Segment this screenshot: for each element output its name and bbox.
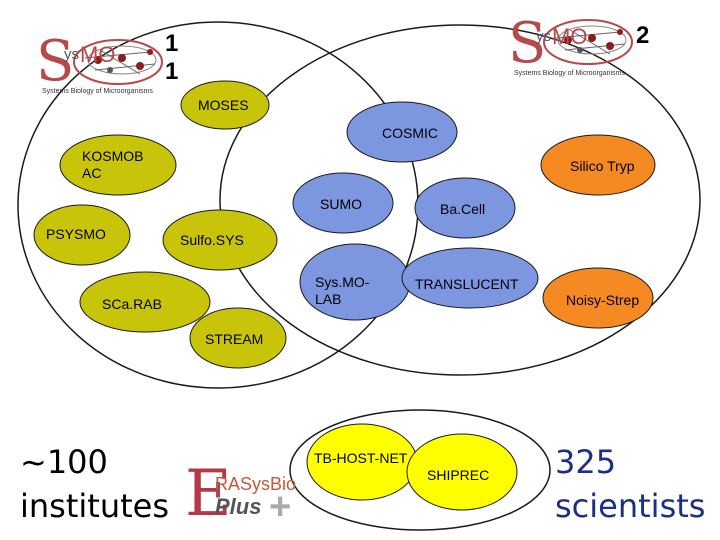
sysmo-logo-1-ys: ys — [64, 46, 79, 63]
psysmo-node — [33, 204, 131, 266]
sysmo-logo-2-s: S — [508, 11, 547, 76]
shiprec-node — [406, 433, 518, 511]
sysmo-logo-2-ys: ys — [536, 28, 551, 45]
sysmolab-label: Sys.MO- LAB — [315, 274, 370, 307]
sysmo-logo-1: S ys MO Systems Biology of Microorganism… — [36, 30, 176, 100]
tbhostnet-label: TB-HOST-NET — [314, 450, 408, 466]
cosmic-node — [346, 101, 458, 163]
silicotryp-label: Silico Tryp — [570, 158, 635, 174]
sysmo2-set-outline — [219, 24, 701, 376]
scarab-node — [79, 271, 211, 333]
sysmo-logo-2: S ys MO Systems Biology of Microorganism… — [508, 12, 648, 82]
noisystrep-node — [542, 267, 654, 329]
sysmo2-phase-number: 2 — [636, 22, 650, 49]
institutes-count: ~100 institutes — [20, 443, 170, 525]
sulfosys-node — [162, 209, 278, 271]
noisystrep-label: Noisy-Strep — [566, 292, 640, 308]
translucent-label: TRANSLUCENT — [415, 276, 519, 292]
sysmo-logo-1-mo: MO — [80, 42, 116, 67]
systems-biology-set-outline — [289, 409, 551, 531]
sysmo1-phase-number: 1 1 — [165, 30, 179, 85]
sumo-node — [292, 172, 394, 234]
kosmobac-label: KOSMOB AC — [82, 148, 144, 181]
erasysbio-logo-plus: Plus — [215, 494, 262, 519]
erasysbio-logo-top: RASysBio — [215, 474, 297, 494]
scientists-count: 325 scientists — [555, 443, 706, 525]
erasysbio-logo-cross: + — [269, 486, 292, 528]
stream-node — [189, 307, 287, 369]
sysmo-logo-graphic-1 — [73, 39, 163, 85]
erasysbio-logo-e: E — [185, 457, 232, 531]
scarab-label: SCa.RAB — [102, 296, 162, 312]
moses-node — [180, 80, 270, 130]
sysmo-logo-2-subtitle: Systems Biology of Microorganisms — [514, 70, 625, 77]
erasysbio-plus-logo: E RASysBio Plus + — [185, 462, 305, 528]
cosmic-label: COSMIC — [382, 125, 438, 141]
moses-label: MOSES — [198, 97, 249, 113]
translucent-node — [401, 247, 539, 309]
stream-label: STREAM — [205, 331, 264, 347]
kosmobac-node — [59, 134, 177, 196]
shiprec-label: SHIPREC — [427, 467, 490, 483]
sumo-label: SUMO — [320, 196, 362, 212]
silicotryp-node — [540, 134, 656, 196]
sysmo-logo-1-s: S — [36, 29, 75, 94]
sysmo-logo-1-subtitle: Systems Biology of Microorganisms — [42, 88, 153, 95]
sysmo-logo-graphic-2 — [543, 19, 633, 65]
sulfosys-label: Sulfo.SYS — [180, 232, 244, 248]
psysmo-label: PSYSMO — [46, 226, 106, 242]
sysmo-logo-2-mo: MO — [552, 24, 588, 49]
bacell-node — [414, 177, 516, 239]
bacell-label: Ba.Cell — [440, 201, 486, 217]
